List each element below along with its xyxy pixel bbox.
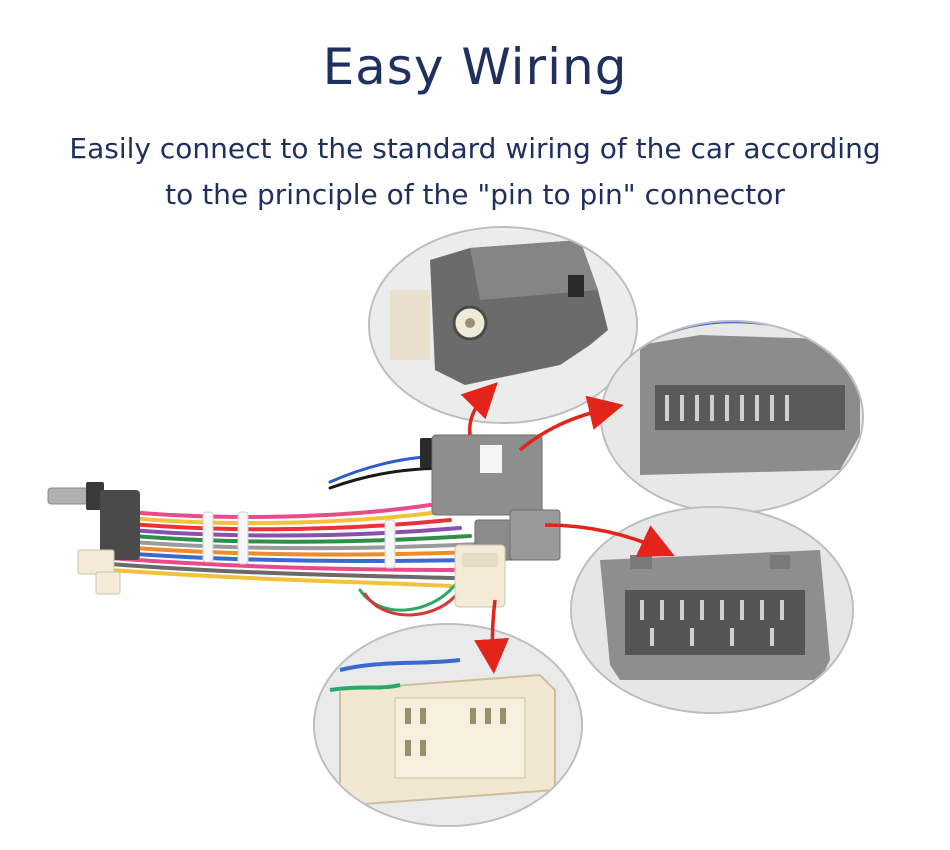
red-arrow-icon xyxy=(460,382,675,674)
page-subtitle: Easily connect to the standard wiring of… xyxy=(60,126,890,218)
wiring-harness-illustration xyxy=(47,226,864,827)
subtitle-line-2: to the principle of the "pin to pin" con… xyxy=(165,178,785,211)
wire-bundle xyxy=(108,453,482,617)
subtitle-line-1: Easily connect to the standard wiring of… xyxy=(69,132,881,165)
antenna-connector-icon xyxy=(47,482,140,595)
white-connector xyxy=(454,544,506,608)
page-title: Easy Wiring xyxy=(322,38,628,96)
zoom-antenna-socket xyxy=(368,226,638,424)
cable-ties xyxy=(202,511,396,569)
zoom-grey-connector xyxy=(570,506,854,714)
zoom-white-connector xyxy=(313,623,583,827)
zoom-grey-multipin-connector xyxy=(600,320,864,514)
grey-connector-group xyxy=(420,434,561,561)
